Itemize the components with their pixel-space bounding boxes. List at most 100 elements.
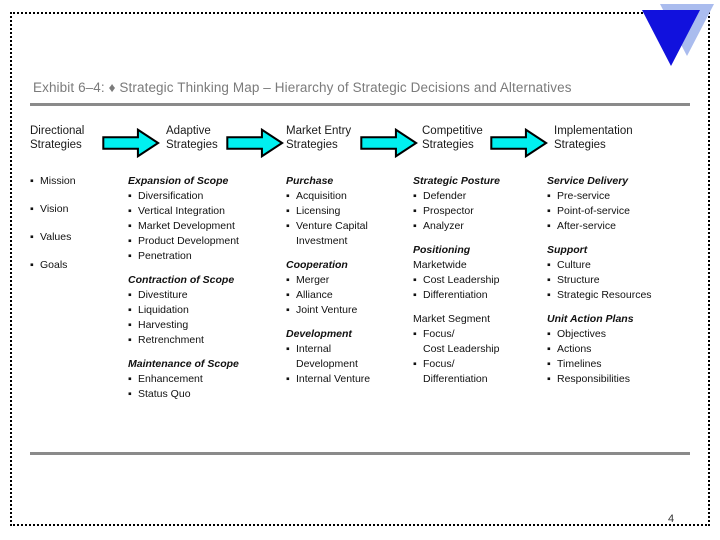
list-item: ▪Harvesting — [128, 318, 239, 333]
item-list: ▪Mission▪Vision▪Values▪Goals — [30, 174, 76, 273]
list-item: ▪Internal — [286, 342, 370, 357]
list-item: ▪Timelines — [547, 357, 652, 372]
list-item-label: Vertical Integration — [138, 205, 225, 217]
list-item: ▪ Diversification — [128, 189, 239, 204]
bullet-icon: ▪ — [128, 373, 132, 385]
list-item-label: Investment — [296, 235, 348, 247]
list-item: ▪ Vertical Integration — [128, 204, 239, 219]
list-item-label: Structure — [557, 274, 600, 286]
list-item-label: Mission — [40, 175, 76, 187]
title-divider — [30, 103, 690, 106]
bullet-icon: ▪ — [547, 373, 551, 385]
group-heading: Strategic Posture — [413, 175, 500, 187]
bullet-icon: ▪ — [286, 205, 290, 217]
bullet-icon: ▪ — [128, 235, 132, 247]
list-item-label: Analyzer — [423, 220, 464, 232]
list-item: ▪Licensing — [286, 204, 370, 219]
bullet-icon: ▪ — [286, 373, 290, 385]
bullet-icon: ▪ — [286, 343, 290, 355]
bullet-icon: ▪ — [547, 205, 551, 217]
list-item-label: Merger — [296, 274, 330, 286]
bullet-icon: ▪ — [413, 205, 417, 217]
bullet-icon: ▪ — [413, 220, 417, 232]
group-market-segment: Market Segment▪Focus/Cost Leadership▪Foc… — [413, 312, 500, 387]
list-item: ▪Pre-service — [547, 189, 652, 204]
group-support: Support▪Culture▪Structure▪Strategic Reso… — [547, 243, 652, 303]
column-directional-strategies: ▪Mission▪Vision▪Values▪Goals — [30, 174, 76, 286]
stage-label-line1: Competitive — [422, 125, 483, 137]
group-heading: Cooperation — [286, 259, 348, 271]
group-heading: Development — [286, 328, 352, 340]
list-item-label: Diversification — [138, 190, 204, 202]
bullet-icon: ▪ — [547, 259, 551, 271]
bullet-icon: ▪ — [286, 220, 290, 232]
list-item: ▪Goals — [30, 258, 76, 273]
item-list: ▪Diversification▪Vertical Integration▪Ma… — [128, 189, 239, 264]
stage-label-line2: Strategies — [30, 139, 82, 151]
list-item-label: Differentiation — [423, 373, 488, 385]
group-heading: Contraction of Scope — [128, 274, 235, 286]
list-item-label: Values — [40, 231, 72, 243]
list-item-label: Cost Leadership — [423, 274, 500, 286]
group-cooperation: Cooperation▪Merger▪Alliance▪Joint Ventur… — [286, 258, 370, 318]
list-item: ▪Divestiture — [128, 288, 239, 303]
bullet-icon: ▪ — [286, 190, 290, 202]
group-contraction-of-scope: Contraction of Scope ▪Divestiture▪Liquida… — [128, 273, 239, 348]
list-item-label: Defender — [423, 190, 467, 202]
list-item-label: Alliance — [296, 289, 333, 301]
list-item: ▪ Alliance — [286, 288, 370, 303]
list-item-label: Focus/ — [423, 328, 455, 340]
bullet-icon: ▪ — [128, 190, 132, 202]
bottom-divider — [30, 452, 690, 455]
list-item: ▪Penetration — [128, 249, 239, 264]
bullet-icon: ▪ — [286, 289, 290, 301]
bullet-icon: ▪ — [413, 328, 417, 340]
group-heading: Purchase — [286, 175, 334, 187]
list-item-label: Vision — [40, 203, 69, 215]
list-item-label: Development — [296, 358, 358, 370]
group-strategic-posture: Strategic Posture ▪ Defender ▪Prospector▪ An… — [413, 174, 500, 234]
item-list: ▪ Enhancement ▪Status Quo — [128, 372, 239, 402]
list-item-label: Divestiture — [138, 289, 188, 301]
right-arrow-icon — [490, 127, 548, 159]
stage-label-line1: Market Entry — [286, 125, 352, 137]
list-item: ▪Retrenchment — [128, 333, 239, 348]
bullet-icon: ▪ — [547, 358, 551, 370]
group-service-delivery: Service Delivery▪Pre-service▪Point-of-se… — [547, 174, 652, 234]
bullet-icon: ▪ — [413, 358, 417, 370]
list-item: ▪Liquidation — [128, 303, 239, 318]
list-item: ▪ Mission — [30, 174, 76, 189]
list-item: ▪ Point-of-service — [547, 204, 652, 219]
bullet-icon: ▪ — [413, 274, 417, 286]
stage-label-line1: Directional — [30, 125, 85, 137]
bullet-icon: ▪ — [413, 289, 417, 301]
bullet-icon: ▪ — [286, 304, 290, 316]
stage-label-line2: Strategies — [166, 139, 218, 151]
bullet-icon: ▪ — [547, 328, 551, 340]
item-list: ▪Divestiture▪Liquidation▪Harvesting▪Retr… — [128, 288, 239, 348]
stage-label-line2: Strategies — [554, 139, 606, 151]
list-item: ▪Status Quo — [128, 387, 239, 402]
list-item: ▪ Cost Leadership — [413, 273, 500, 288]
bullet-icon: ▪ — [128, 205, 132, 217]
list-item-label: Enhancement — [138, 373, 203, 385]
item-list: ▪Cost Leadership▪Differentiation — [413, 273, 500, 303]
list-item: ▪Prospector — [413, 204, 500, 219]
list-item-label: Point-of-service — [557, 205, 630, 217]
list-item: ▪Structure — [547, 273, 652, 288]
bullet-icon: ▪ — [30, 175, 34, 187]
list-item-label: Objectives — [557, 328, 607, 340]
list-item-label: Venture Capital — [296, 220, 368, 232]
list-item-label: Product Development — [138, 235, 239, 247]
list-item-label: Goals — [40, 259, 68, 271]
list-item-label: Internal Venture — [296, 373, 371, 385]
list-item-label: Acquisition — [296, 190, 347, 202]
group-list: ▪Mission▪Vision▪Values▪Goals — [30, 174, 76, 273]
group-maintenance-of-scope: Maintenance of Scope▪Enhancement▪Status … — [128, 357, 239, 402]
